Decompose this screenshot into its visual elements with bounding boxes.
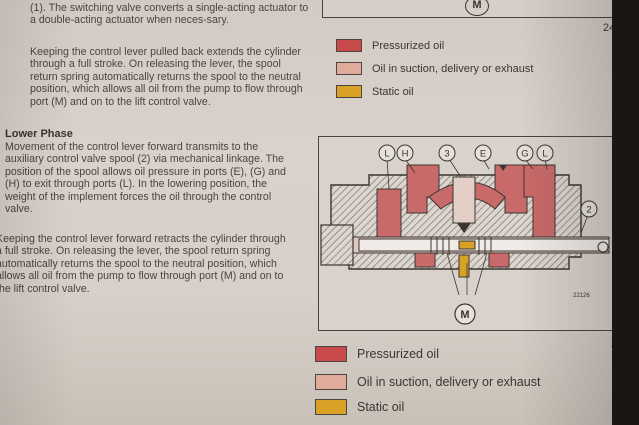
chamber-l-left — [376, 188, 402, 242]
legend-label: Static oil — [357, 400, 405, 414]
figure-number-25: 25 — [611, 338, 612, 350]
label-3: 3 — [444, 149, 449, 160]
check-valve — [452, 176, 476, 224]
end-cap — [320, 224, 354, 266]
legend-item-pressurized: Pressurized oil — [315, 346, 439, 362]
callout-l-left — [378, 144, 396, 162]
paragraph-switching-valve: (1). The switching valve converts a sing… — [30, 2, 309, 27]
legend-label: Pressurized oil — [372, 39, 445, 52]
swatch-pressurized — [315, 346, 347, 362]
legend-label: Pressurized oil — [357, 347, 439, 361]
swatch-pressurized — [336, 39, 362, 52]
check-valve-cone — [457, 223, 471, 233]
label-2: 2 — [586, 205, 591, 216]
static-oil-land — [458, 240, 476, 250]
section-heading-lower-phase: Lower Phase — [5, 128, 73, 140]
swatch-suction — [315, 374, 347, 390]
callout-g — [516, 144, 534, 162]
label-e: E — [480, 149, 486, 160]
paragraph-raise-phase: Keeping the control lever pulled back ex… — [30, 46, 303, 108]
callout-l-right — [536, 144, 554, 162]
legend-item-static: Static oil — [336, 85, 414, 98]
legend-item-pressurized: Pressurized oil — [336, 39, 444, 52]
lower-passage-left — [414, 252, 436, 268]
callout-3 — [438, 144, 456, 162]
callout-e — [474, 144, 492, 162]
callout-m — [454, 303, 476, 325]
legend-label: Static oil — [372, 85, 414, 98]
callout-2 — [580, 200, 598, 218]
manual-page: (1). The switching valve converts a sing… — [0, 0, 612, 425]
label-h: H — [402, 149, 409, 160]
legend-label: Oil in suction, delivery or exhaust — [372, 62, 534, 75]
valve-cross-section-figure: L H 3 E G L 2 M 22126 — [318, 136, 612, 331]
valve-diagram: L H 3 E G L 2 M 22126 — [320, 144, 610, 325]
paragraph-lower-phase: Movement of the control lever forward tr… — [5, 141, 286, 216]
legend-item-suction: Oil in suction, delivery or exhaust — [315, 374, 540, 390]
label-l-right: L — [542, 149, 547, 160]
callout-h — [396, 144, 414, 162]
paragraph-retract: Keeping the control lever forward retrac… — [0, 233, 286, 295]
legend-label: Oil in suction, delivery or exhaust — [357, 375, 541, 389]
legend-item-suction: Oil in suction, delivery or exhaust — [336, 62, 533, 75]
label-l-left: L — [384, 149, 389, 160]
swatch-static — [315, 399, 347, 415]
label-m: M — [460, 309, 469, 321]
figure-number-24: 24 — [603, 22, 612, 34]
swatch-static — [336, 85, 362, 98]
port-m-passage — [458, 254, 470, 278]
lower-passage-right — [488, 252, 510, 268]
flow-arrow — [499, 165, 507, 171]
label-g: G — [521, 149, 528, 160]
figure-ref-number: 22126 — [573, 293, 590, 299]
swatch-suction — [336, 62, 362, 75]
spool-clevis — [597, 241, 609, 253]
legend-item-static: Static oil — [315, 399, 404, 415]
spool — [358, 238, 610, 252]
port-m-callout-top: M — [465, 0, 489, 16]
